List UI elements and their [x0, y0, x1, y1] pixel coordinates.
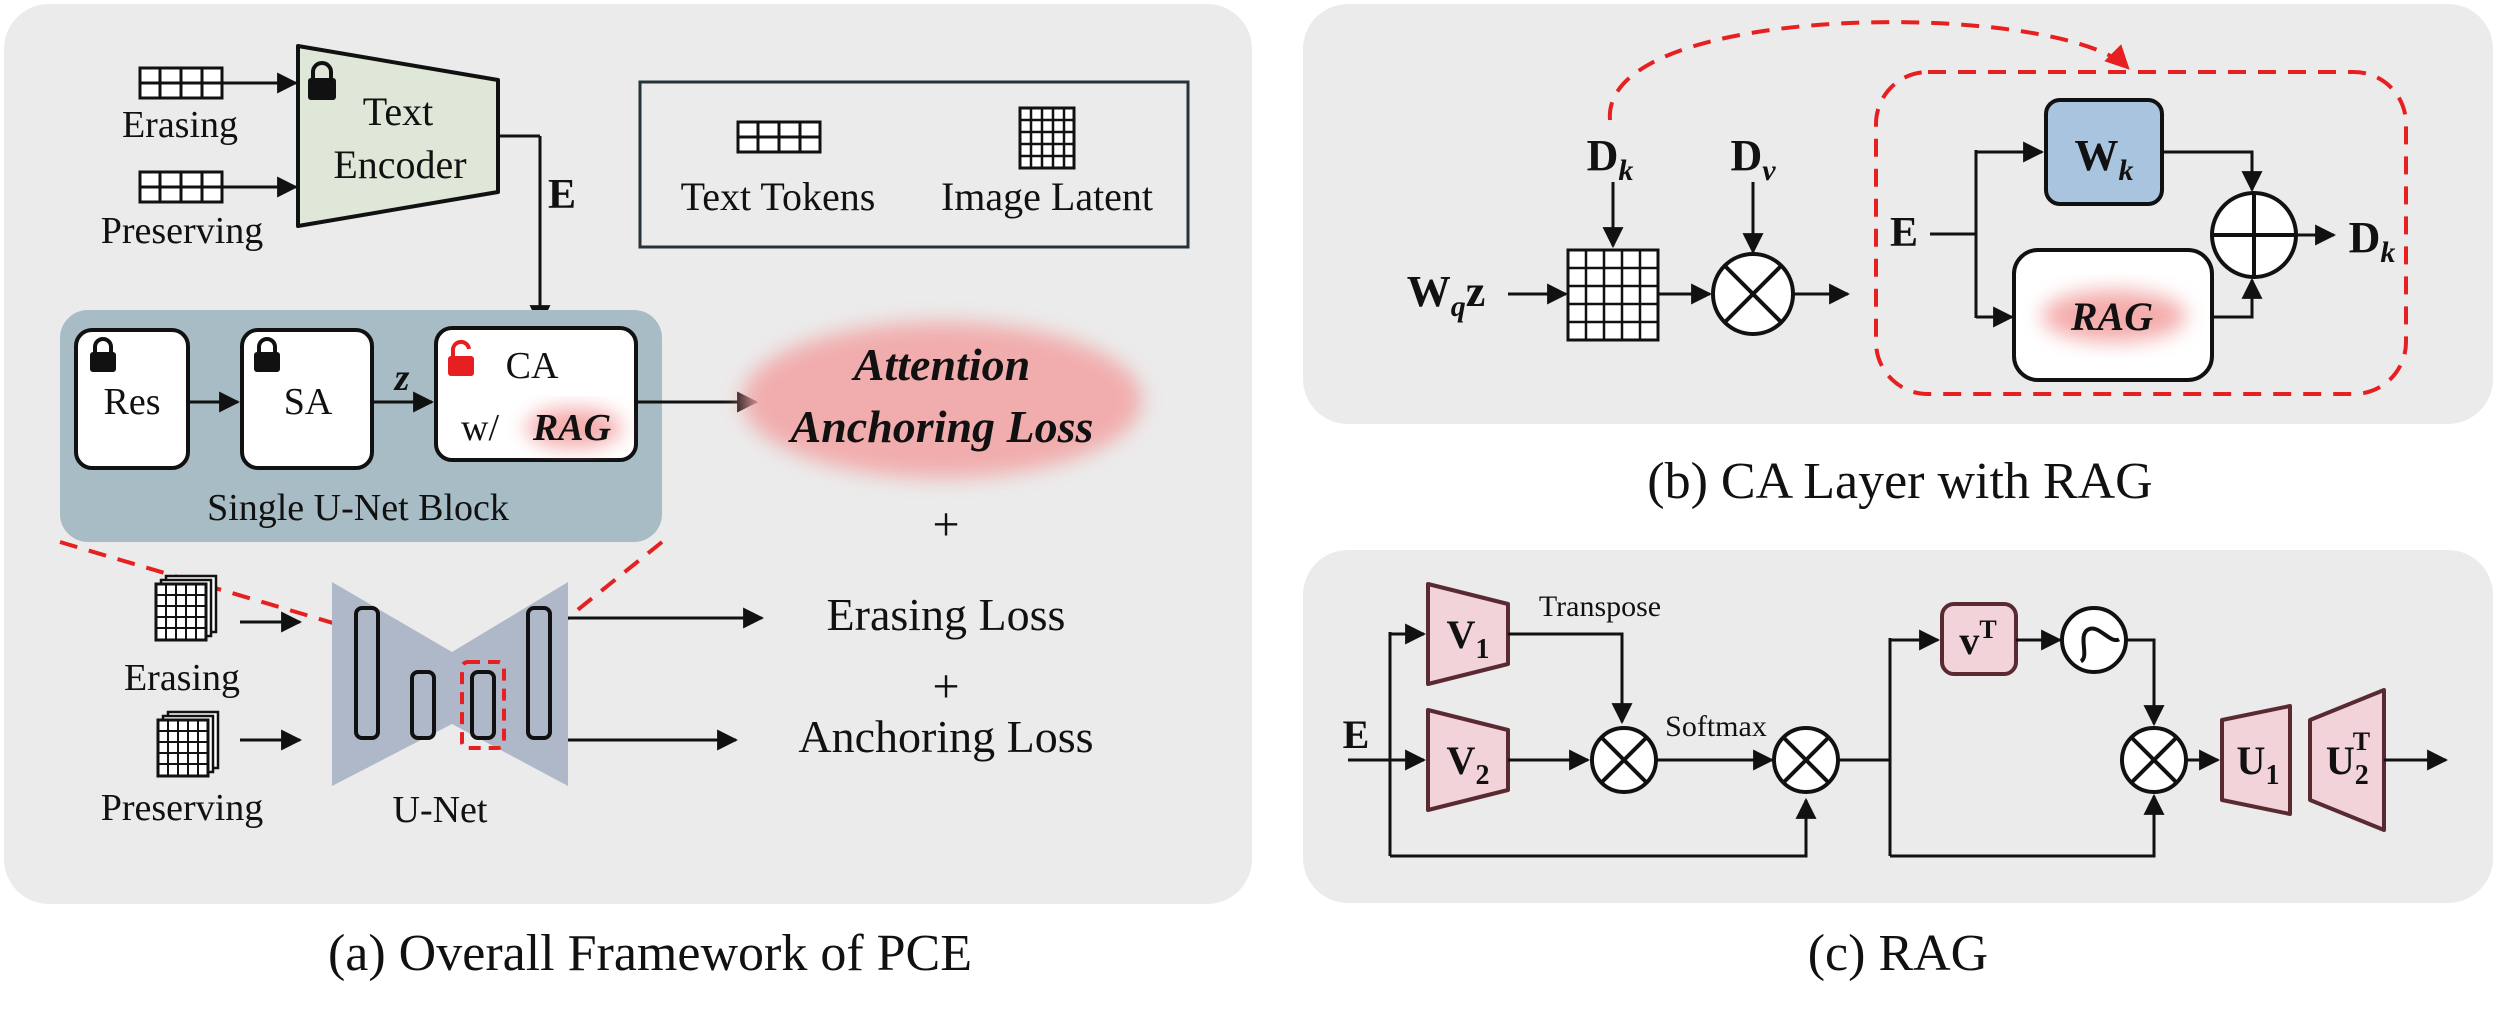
- erasing-loss-label: Erasing Loss: [827, 589, 1066, 640]
- e-bypass-line: [1390, 797, 1817, 858]
- plus-sign-1: +: [932, 498, 959, 551]
- panel-a: Erasing Preserving Text Encoder E: [4, 4, 1252, 982]
- legend-image-latent-label: Image Latent: [941, 174, 1153, 219]
- anchoring-loss-label: Anchoring Loss: [798, 711, 1093, 762]
- erasing-text-tokens-icon: [138, 66, 224, 100]
- v1-transpose-line: [1508, 632, 1633, 725]
- panel-b: Wqz Dk Dv E: [1303, 4, 2493, 510]
- activation-to-multiply-line: [2126, 638, 2165, 727]
- erasing-label-top: Erasing: [122, 104, 238, 146]
- ca-unlock-icon: [448, 339, 474, 376]
- rag-highlight-b: [2042, 290, 2186, 342]
- wk-label: Wk: [2075, 131, 2134, 187]
- ca-rag-label: RAG: [532, 407, 612, 449]
- dk-input-label: Dk: [1587, 131, 1634, 187]
- preserving-text-tokens-icon: [138, 170, 224, 204]
- attention-loss-line2: Anchoring Loss: [788, 401, 1094, 452]
- panel-a-caption: (a) Overall Framework of PCE: [328, 925, 972, 982]
- multiply-operator-b: [1711, 252, 1795, 336]
- preserving-label-top: Preserving: [101, 210, 264, 252]
- v1-label: V1: [1447, 612, 1490, 665]
- e-input-label-b: E: [1890, 210, 1918, 256]
- ca-rag-highlight: [526, 408, 622, 448]
- legend-text-tokens-icon: [736, 120, 822, 154]
- ca-label: CA: [506, 345, 559, 387]
- multiply-operator-c3: [2120, 726, 2188, 794]
- sa-label: SA: [284, 381, 333, 423]
- v1-module: [1426, 582, 1510, 686]
- wk-to-add-line: [2162, 150, 2263, 193]
- text-encoder-lock-icon: [308, 61, 336, 100]
- e-input-label-c: E: [1343, 712, 1370, 757]
- dk-output-label: Dk: [2349, 213, 2396, 269]
- attention-loss-line1: Attention: [851, 339, 1030, 390]
- u1-module: [2220, 704, 2292, 816]
- res-label: Res: [104, 381, 161, 423]
- v2-label: V2: [1447, 738, 1490, 791]
- ca-with-label: w/: [461, 407, 499, 449]
- unet-layer-4: [526, 606, 552, 740]
- u1-label: U1: [2237, 738, 2280, 791]
- text-encoder: [296, 44, 500, 228]
- panel-b-caption: (b) CA Layer with RAG: [1647, 453, 2152, 510]
- add-operator: [2210, 191, 2298, 279]
- rag-to-add-line: [2212, 277, 2263, 319]
- multiply-operator-c2: [1772, 726, 1840, 794]
- unet-layer-1: [354, 606, 380, 740]
- dv-input-label: Dv: [1730, 131, 1776, 187]
- plus-sign-2: +: [932, 660, 959, 713]
- activation-icon: [2060, 606, 2128, 674]
- unet-block-label: Single U-Net Block: [207, 487, 509, 529]
- unet-layer-3: [470, 670, 496, 740]
- legend-text-tokens-label: Text Tokens: [681, 174, 876, 219]
- z-label: z: [393, 357, 410, 399]
- unet-shape: [332, 582, 568, 786]
- panel-c-caption: (c) RAG: [1808, 925, 1989, 982]
- unet-layer-2: [410, 670, 436, 740]
- panel-c-background: [1303, 550, 2493, 903]
- erasing-label-bottom: Erasing: [124, 657, 240, 699]
- bypass-to-multiply-c3: [1890, 793, 2165, 858]
- rag-ca-dashed-box: [1874, 70, 2408, 396]
- multiply-operator-c1: [1590, 726, 1658, 794]
- embedding-label: E: [548, 172, 576, 218]
- preserving-image-latent-icon: [156, 710, 220, 778]
- panel-c: E V1 V2 Transpose Softmax vT: [1303, 550, 2493, 982]
- unet-label: U-Net: [393, 789, 488, 831]
- text-encoder-label-line2: Encoder: [333, 142, 466, 187]
- legend-image-latent-icon: [1018, 106, 1076, 170]
- erasing-image-latent-icon: [154, 574, 218, 642]
- legend-box: [638, 80, 1190, 249]
- u2-module: [2308, 688, 2386, 832]
- preserving-label-bottom: Preserving: [101, 787, 264, 829]
- u2-label: U2T: [2326, 727, 2370, 791]
- wq-z-label: Wqz: [1407, 267, 1486, 323]
- rag-label-b: RAG: [2070, 294, 2153, 339]
- text-encoder-label-line1: Text: [363, 89, 434, 134]
- sa-lock-icon: [254, 337, 280, 372]
- res-lock-icon: [90, 337, 116, 372]
- vt-label: vT: [1959, 615, 1996, 663]
- attention-grid: [1566, 248, 1660, 342]
- softmax-label: Softmax: [1665, 710, 1767, 743]
- v2-module: [1426, 708, 1510, 812]
- transpose-label: Transpose: [1539, 590, 1661, 623]
- attention-loss-highlight: [742, 322, 1142, 478]
